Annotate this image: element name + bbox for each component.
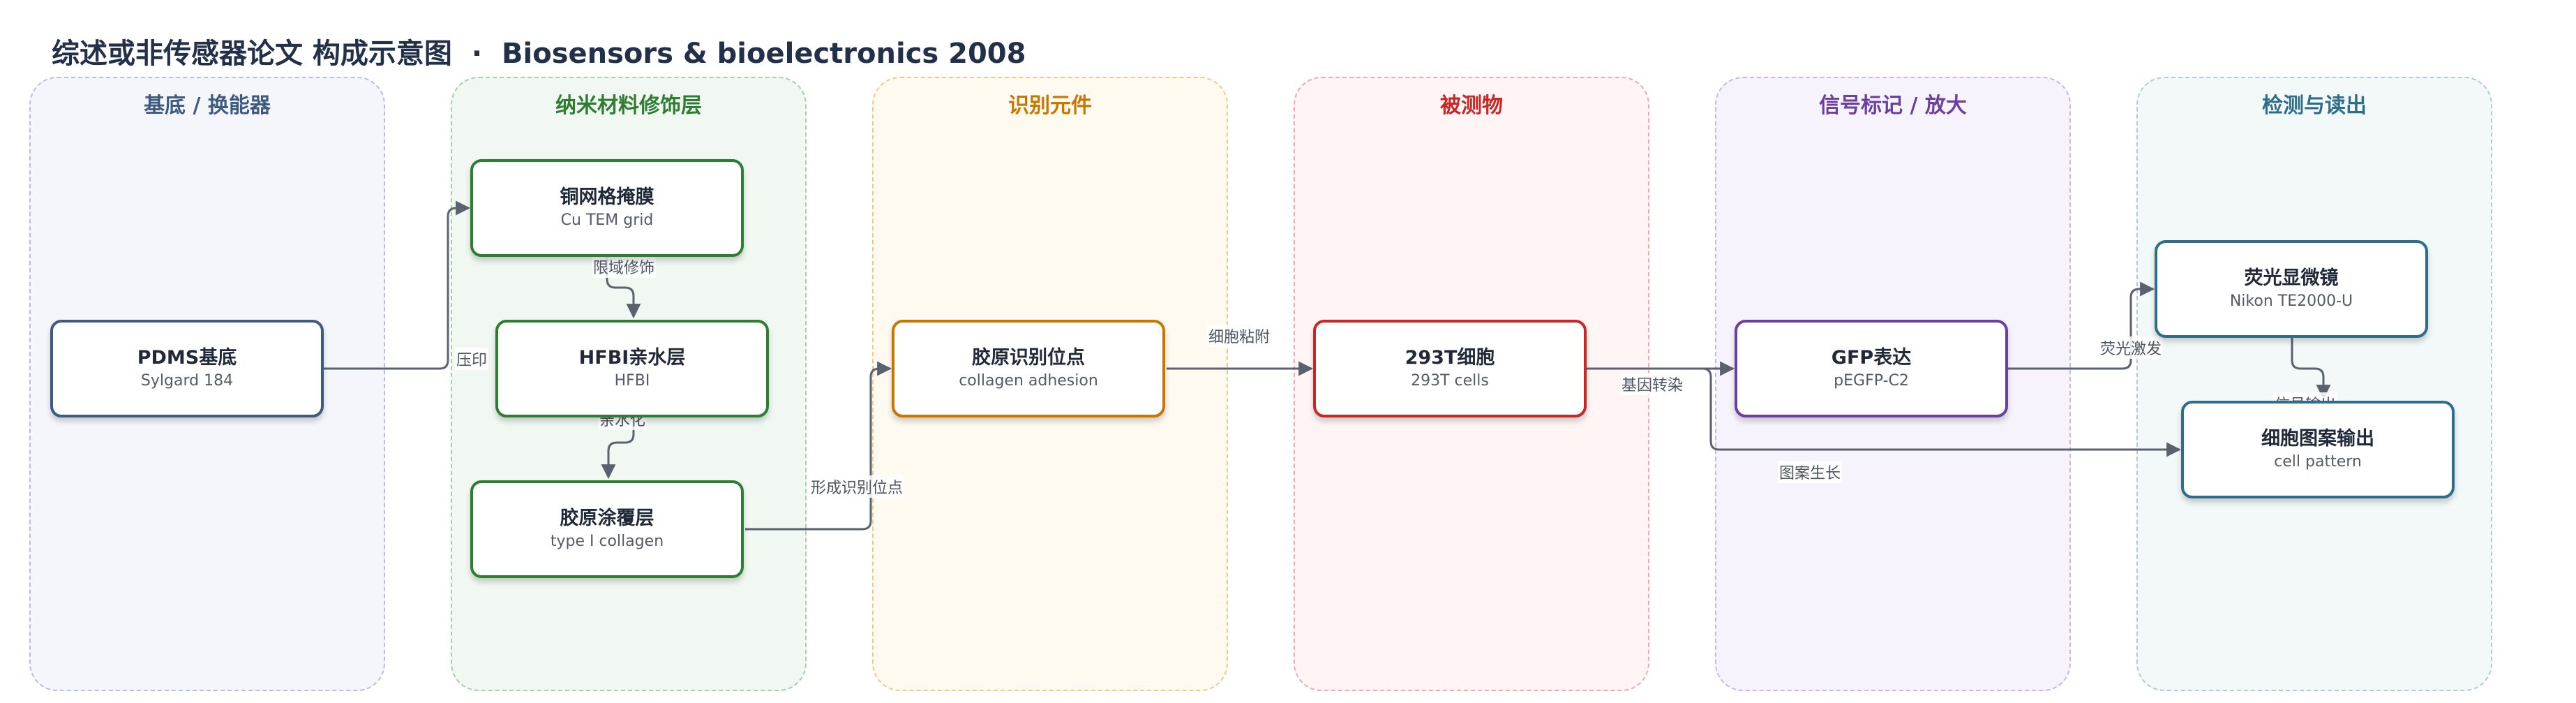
edge-label-adhesion: 细胞粘附 (1206, 325, 1272, 347)
lane-title-detection: 检测与读出 (2262, 94, 2367, 118)
node-subtitle: collagen adhesion (959, 372, 1098, 390)
node-title: PDMS基底 (137, 347, 237, 369)
node-hfbi-layer: HFBI亲水层 HFBI (495, 320, 769, 417)
edge-hfbi-collagen (601, 417, 635, 480)
lane-title-analyte: 被测物 (1440, 94, 1503, 118)
node-title: 293T细胞 (1405, 347, 1495, 369)
edge-label-growth: 图案生长 (1777, 461, 1843, 483)
edge-cells-pattern (1585, 367, 2182, 457)
node-title: 荧光显微镜 (2244, 267, 2339, 289)
lane-title-nano: 纳米材料修饰层 (555, 94, 702, 118)
edge-pdms-cugrid (324, 200, 471, 370)
title-separator: · (471, 38, 483, 70)
edge-microscope-pattern (2291, 338, 2331, 400)
node-collagen-coating: 胶原涂覆层 type I collagen (470, 480, 744, 578)
node-title: HFBI亲水层 (578, 347, 686, 369)
node-subtitle: Sylgard 184 (140, 372, 234, 390)
node-subtitle: HFBI (614, 372, 650, 390)
node-subtitle: 293T cells (1411, 372, 1489, 390)
edge-label-form-site: 形成识别位点 (809, 475, 905, 498)
node-293t-cells: 293T细胞 293T cells (1313, 320, 1587, 417)
edge-label-excite: 荧光激发 (2098, 336, 2164, 359)
edge-label-confine: 限域修饰 (591, 256, 657, 278)
title-source: Biosensors & bioelectronics 2008 (502, 38, 1026, 70)
node-subtitle: Nikon TE2000-U (2229, 293, 2353, 310)
node-gfp-expression: GFP表达 pEGFP-C2 (1735, 320, 2008, 417)
lane-title-signal: 信号标记 / 放大 (1819, 94, 1967, 118)
node-title: 胶原涂覆层 (560, 508, 654, 529)
diagram-title: 综述或非传感器论文 构成示意图 · Biosensors & bioelectr… (52, 31, 1026, 71)
node-subtitle: type I collagen (550, 533, 664, 550)
node-fluorescence-microscope: 荧光显微镜 Nikon TE2000-U (2155, 240, 2428, 338)
node-subtitle: Cu TEM grid (560, 212, 654, 229)
edge-collagen-site (745, 361, 892, 531)
node-title: 胶原识别位点 (972, 347, 1085, 369)
node-pdms-substrate: PDMS基底 Sylgard 184 (50, 320, 324, 417)
edge-label-press: 压印 (454, 348, 489, 370)
lane-detection: 检测与读出 (2136, 77, 2492, 691)
edge-gfp-microscope (2007, 281, 2155, 370)
node-subtitle: pEGFP-C2 (1834, 372, 1909, 390)
lane-title-substrate: 基底 / 换能器 (144, 94, 271, 118)
edge-cugrid-hfbi (606, 257, 641, 319)
lane-title-recognition: 识别元件 (1008, 94, 1092, 118)
node-cell-pattern-output: 细胞图案输出 cell pattern (2181, 401, 2455, 498)
node-collagen-recognition-site: 胶原识别位点 collagen adhesion (892, 320, 1165, 417)
node-cu-grid-mask: 铜网格掩膜 Cu TEM grid (470, 159, 744, 257)
node-title: 铜网格掩膜 (560, 186, 654, 208)
node-title: 细胞图案输出 (2261, 428, 2374, 450)
edge-label-transfect: 基因转染 (1619, 373, 1685, 395)
node-title: GFP表达 (1831, 347, 1912, 369)
title-main: 综述或非传感器论文 构成示意图 (52, 38, 452, 70)
node-subtitle: cell pattern (2274, 453, 2362, 471)
